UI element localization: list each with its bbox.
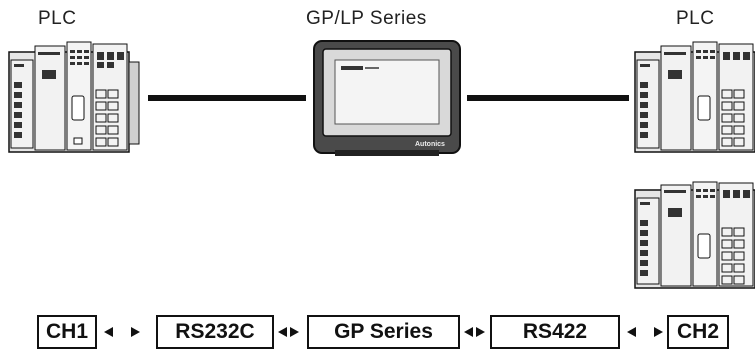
hmi-label: GP/LP Series <box>306 8 427 29</box>
hmi-brand-text: Autonics <box>415 141 445 148</box>
plc-left-device <box>8 41 140 153</box>
plc-left-label: PLC <box>38 8 77 29</box>
arrow-right-icon <box>476 327 485 337</box>
rs422-box: RS422 <box>490 315 620 349</box>
plc-right-top-device <box>634 41 755 153</box>
plc-right-bottom-device <box>634 181 755 289</box>
arrow-pair-2 <box>278 323 299 341</box>
arrow-right-icon <box>290 327 299 337</box>
wire-right <box>467 95 629 101</box>
gp-series-box: GP Series <box>307 315 460 349</box>
arrow-left-icon <box>278 327 287 337</box>
plc-right-label: PLC <box>676 8 715 29</box>
arrow-right-icon <box>131 327 140 337</box>
wire-left <box>148 95 306 101</box>
arrow-left-icon <box>464 327 473 337</box>
hmi-device: Autonics <box>313 40 461 156</box>
ch1-box: CH1 <box>37 315 97 349</box>
arrow-left-icon <box>627 327 636 337</box>
rs232c-box: RS232C <box>156 315 274 349</box>
ch2-box: CH2 <box>667 315 729 349</box>
arrow-left-icon <box>104 327 113 337</box>
arrow-pair-4 <box>627 323 663 341</box>
arrow-right-icon <box>654 327 663 337</box>
arrow-pair-3 <box>464 323 485 341</box>
arrow-pair-1 <box>104 323 140 341</box>
